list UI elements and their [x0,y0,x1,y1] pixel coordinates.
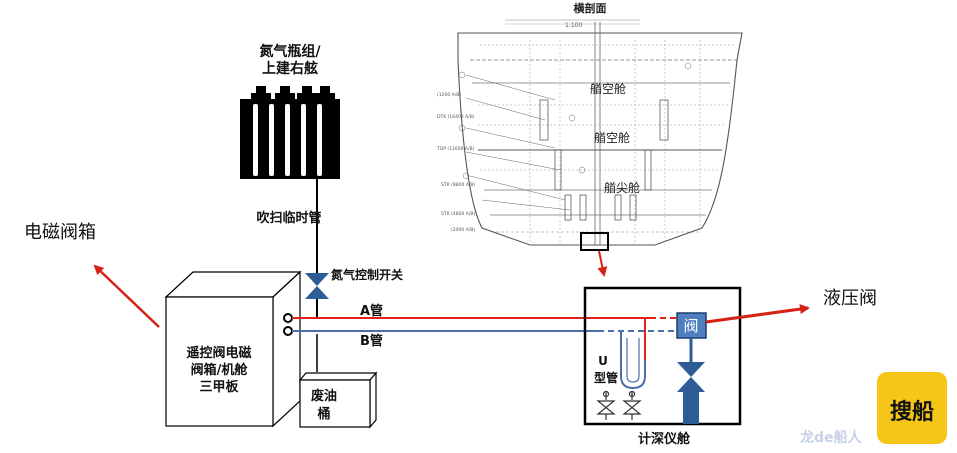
highlight-box [580,232,609,251]
section-scale: 1:100 [565,22,582,29]
pipe-a-label: A管 [360,303,383,319]
sounding-room [583,286,742,426]
cylinder-gaps [253,104,322,176]
small-valve [622,390,642,420]
valve-tag: 阀 [683,317,698,335]
section-side-label: (1200 A/B) [437,92,461,98]
remote-box-label: 遥控阀电磁 [186,345,251,361]
u-tube-label: U [598,354,608,368]
solenoid-box-label: 电磁阀箱 [24,222,96,243]
section-side-label: STR (8800 A/B) [441,182,475,188]
cylinder-group: 氮气瓶组/ 上建右舷 [240,43,340,179]
watermark-text: 龙de船人 [799,429,863,446]
remote-box-label: 三甲板 [199,379,239,395]
compartment-label: 艏空舱 [594,131,630,145]
purge-pipe-label: 吹扫临时管 [256,210,321,226]
watermark: 龙de船人 搜船 [799,372,947,446]
cylinder-heads [251,86,335,99]
compartment-label: 艏空舱 [590,82,626,96]
sounding-room-label: 计深仪舱 [638,431,691,447]
solenoid-valve-box: 遥控阀电磁 阀箱/机舱 三甲板 [164,270,302,428]
zoom-arrow [597,250,608,277]
section-title: 横剖面 [574,1,607,15]
cross-section-drawing: 横剖面 1:100 [436,1,743,251]
waste-oil-label: 废油 [311,388,337,404]
waste-oil-label: 桶 [316,406,330,422]
u-tube [620,318,646,390]
section-side-label: (2400 A/B) [451,227,475,233]
watermark-badge [877,372,947,444]
cylinder-group-label: 上建右舷 [262,60,318,77]
solenoid-arrow [93,264,160,328]
port-b [283,326,293,336]
compartment-label: 艏尖舱 [604,181,640,195]
hydraulic-arrow [705,304,810,324]
watermark-badge-text: 搜船 [890,399,934,425]
waste-oil-drum: 废油 桶 [298,371,378,429]
section-side-label: TOP (11600 A/B) [436,146,475,152]
nitrogen-control-valve[interactable] [305,273,329,299]
hydraulic-valve-assembly[interactable]: 阀 [676,312,707,424]
pipe-b-label: B管 [360,333,383,349]
port-a [283,313,293,323]
valve-stem-pipe [683,392,699,424]
cylinder-group-label: 氮气瓶组/ [258,43,321,60]
u-tube-label: 型管 [594,370,618,385]
hydraulic-valve-label: 液压阀 [823,288,877,309]
remote-box-label: 阀箱/机舱 [191,362,249,378]
nitrogen-switch-label: 氮气控制开关 [331,267,403,282]
section-side-label: DTK (16400 A/B) [437,114,475,120]
section-side-label: STR (4800 A/B) [441,211,475,217]
small-valve [596,390,616,420]
